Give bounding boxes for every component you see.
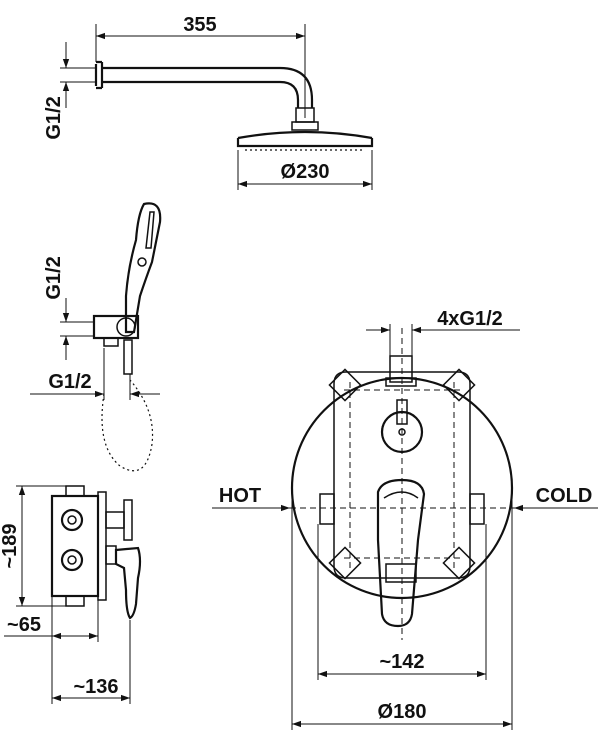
depth-65-label: ~65 (7, 614, 41, 636)
width-142-label: ~142 (379, 651, 424, 673)
front-view: 4xG1/2 HOT COLD ~142 Ø180 (212, 308, 598, 730)
body-height-label: ~189 (0, 523, 21, 568)
arm-thread-label: G1/2 (43, 96, 65, 139)
arm-length-label: 355 (183, 14, 216, 36)
holder-thread-label: G1/2 (43, 256, 65, 299)
hand-shower-view: G1/2 G1/2 (30, 202, 162, 472)
cold-label: COLD (536, 485, 593, 507)
head-diameter-label: Ø230 (281, 161, 330, 183)
plate-diameter-label: Ø180 (378, 701, 427, 723)
hot-label: HOT (219, 485, 261, 507)
side-view: ~189 ~65 ~136 (0, 485, 142, 704)
hose-thread-label: G1/2 (48, 371, 91, 393)
depth-136-label: ~136 (73, 676, 118, 698)
shower-arm-view: 355 G1/2 Ø230 (43, 14, 374, 190)
mixer-lever (376, 478, 426, 628)
outlets-label: 4xG1/2 (437, 308, 503, 330)
